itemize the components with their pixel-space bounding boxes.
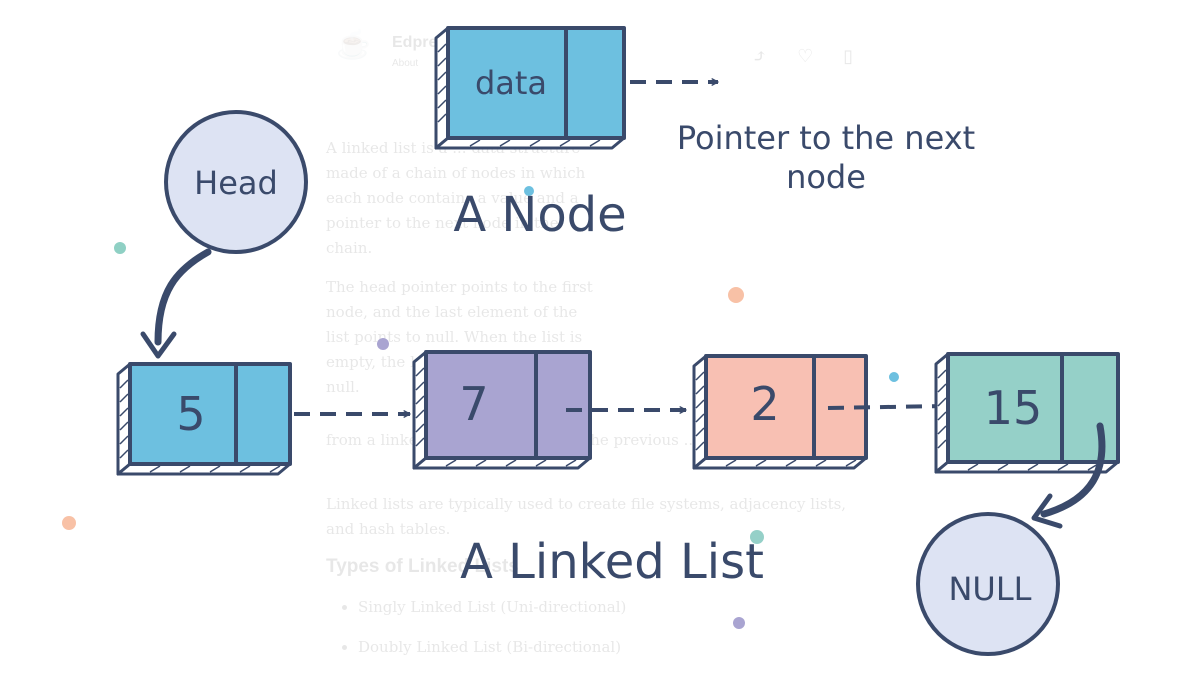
article-heading: Types of Linked Lists bbox=[326, 556, 519, 577]
node-example: data Pointer to the next node A Node bbox=[434, 26, 975, 243]
null-arrow bbox=[1040, 422, 1106, 518]
coffee-cup-icon: ☕ bbox=[336, 28, 371, 61]
node-value: 7 bbox=[459, 377, 488, 431]
decorative-dots bbox=[62, 186, 899, 629]
brand-subtitle: About bbox=[392, 58, 419, 69]
node-value: 5 bbox=[176, 387, 205, 441]
head-arrowhead-icon bbox=[140, 331, 177, 359]
head-circle bbox=[164, 110, 308, 254]
pointer-caption-line2: node bbox=[786, 158, 866, 196]
head-arrow bbox=[154, 248, 212, 346]
list-node-15: 15 bbox=[934, 352, 1120, 474]
brand-name: Edpre bbox=[392, 34, 438, 51]
share-icon[interactable]: ⤴ bbox=[752, 46, 798, 67]
list-item: Doubly Linked List (Bi-directional) bbox=[358, 638, 626, 656]
bookmark-icon[interactable]: ▯ bbox=[843, 46, 884, 67]
article-paragraph-4: Linked lists are typically used to creat… bbox=[326, 495, 847, 538]
node-data-label: data bbox=[475, 64, 547, 102]
head-label: Head bbox=[194, 164, 278, 202]
list-node-5: 5 bbox=[116, 362, 292, 476]
decor-dot bbox=[750, 530, 764, 544]
decor-dot bbox=[728, 287, 744, 303]
node-box bbox=[128, 362, 292, 466]
decor-dot bbox=[889, 372, 899, 382]
linked-list-diagram: data Pointer to the next node A Node Hea… bbox=[62, 26, 1120, 656]
null-circle bbox=[916, 512, 1060, 656]
node-title: A Node bbox=[453, 187, 626, 243]
list-item: Singly Linked List (Uni-directional) bbox=[358, 598, 626, 616]
head-pointer: Head bbox=[140, 110, 308, 359]
heart-icon[interactable]: ♡ bbox=[797, 46, 844, 67]
decor-dot bbox=[524, 186, 534, 196]
article-paragraph-1: A linked list is a ... data structure ma… bbox=[326, 139, 586, 257]
next-pointer-arrow bbox=[827, 402, 945, 410]
pointer-caption: Pointer to the next bbox=[677, 119, 975, 157]
list-node-7: 7 bbox=[412, 350, 592, 470]
null-label: NULL bbox=[948, 570, 1031, 608]
node-box bbox=[424, 350, 592, 460]
list-node-2: 2 bbox=[692, 354, 868, 470]
decor-dot bbox=[114, 242, 126, 254]
decor-dot bbox=[733, 617, 745, 629]
article-list: Singly Linked List (Uni-directional) Dou… bbox=[344, 598, 626, 678]
node-box bbox=[446, 26, 626, 140]
linked-list: 5 7 bbox=[116, 350, 1120, 529]
decor-dot bbox=[377, 338, 389, 350]
article-actions: ⤴♡▯ bbox=[752, 46, 883, 67]
linked-list-title: A Linked List bbox=[460, 534, 764, 590]
null-terminator: NULL bbox=[916, 512, 1060, 656]
decor-dot bbox=[62, 516, 76, 530]
node-box bbox=[946, 352, 1120, 464]
node-value: 2 bbox=[750, 377, 779, 431]
node-value: 15 bbox=[984, 381, 1043, 435]
null-arrowhead-icon bbox=[1031, 493, 1063, 529]
